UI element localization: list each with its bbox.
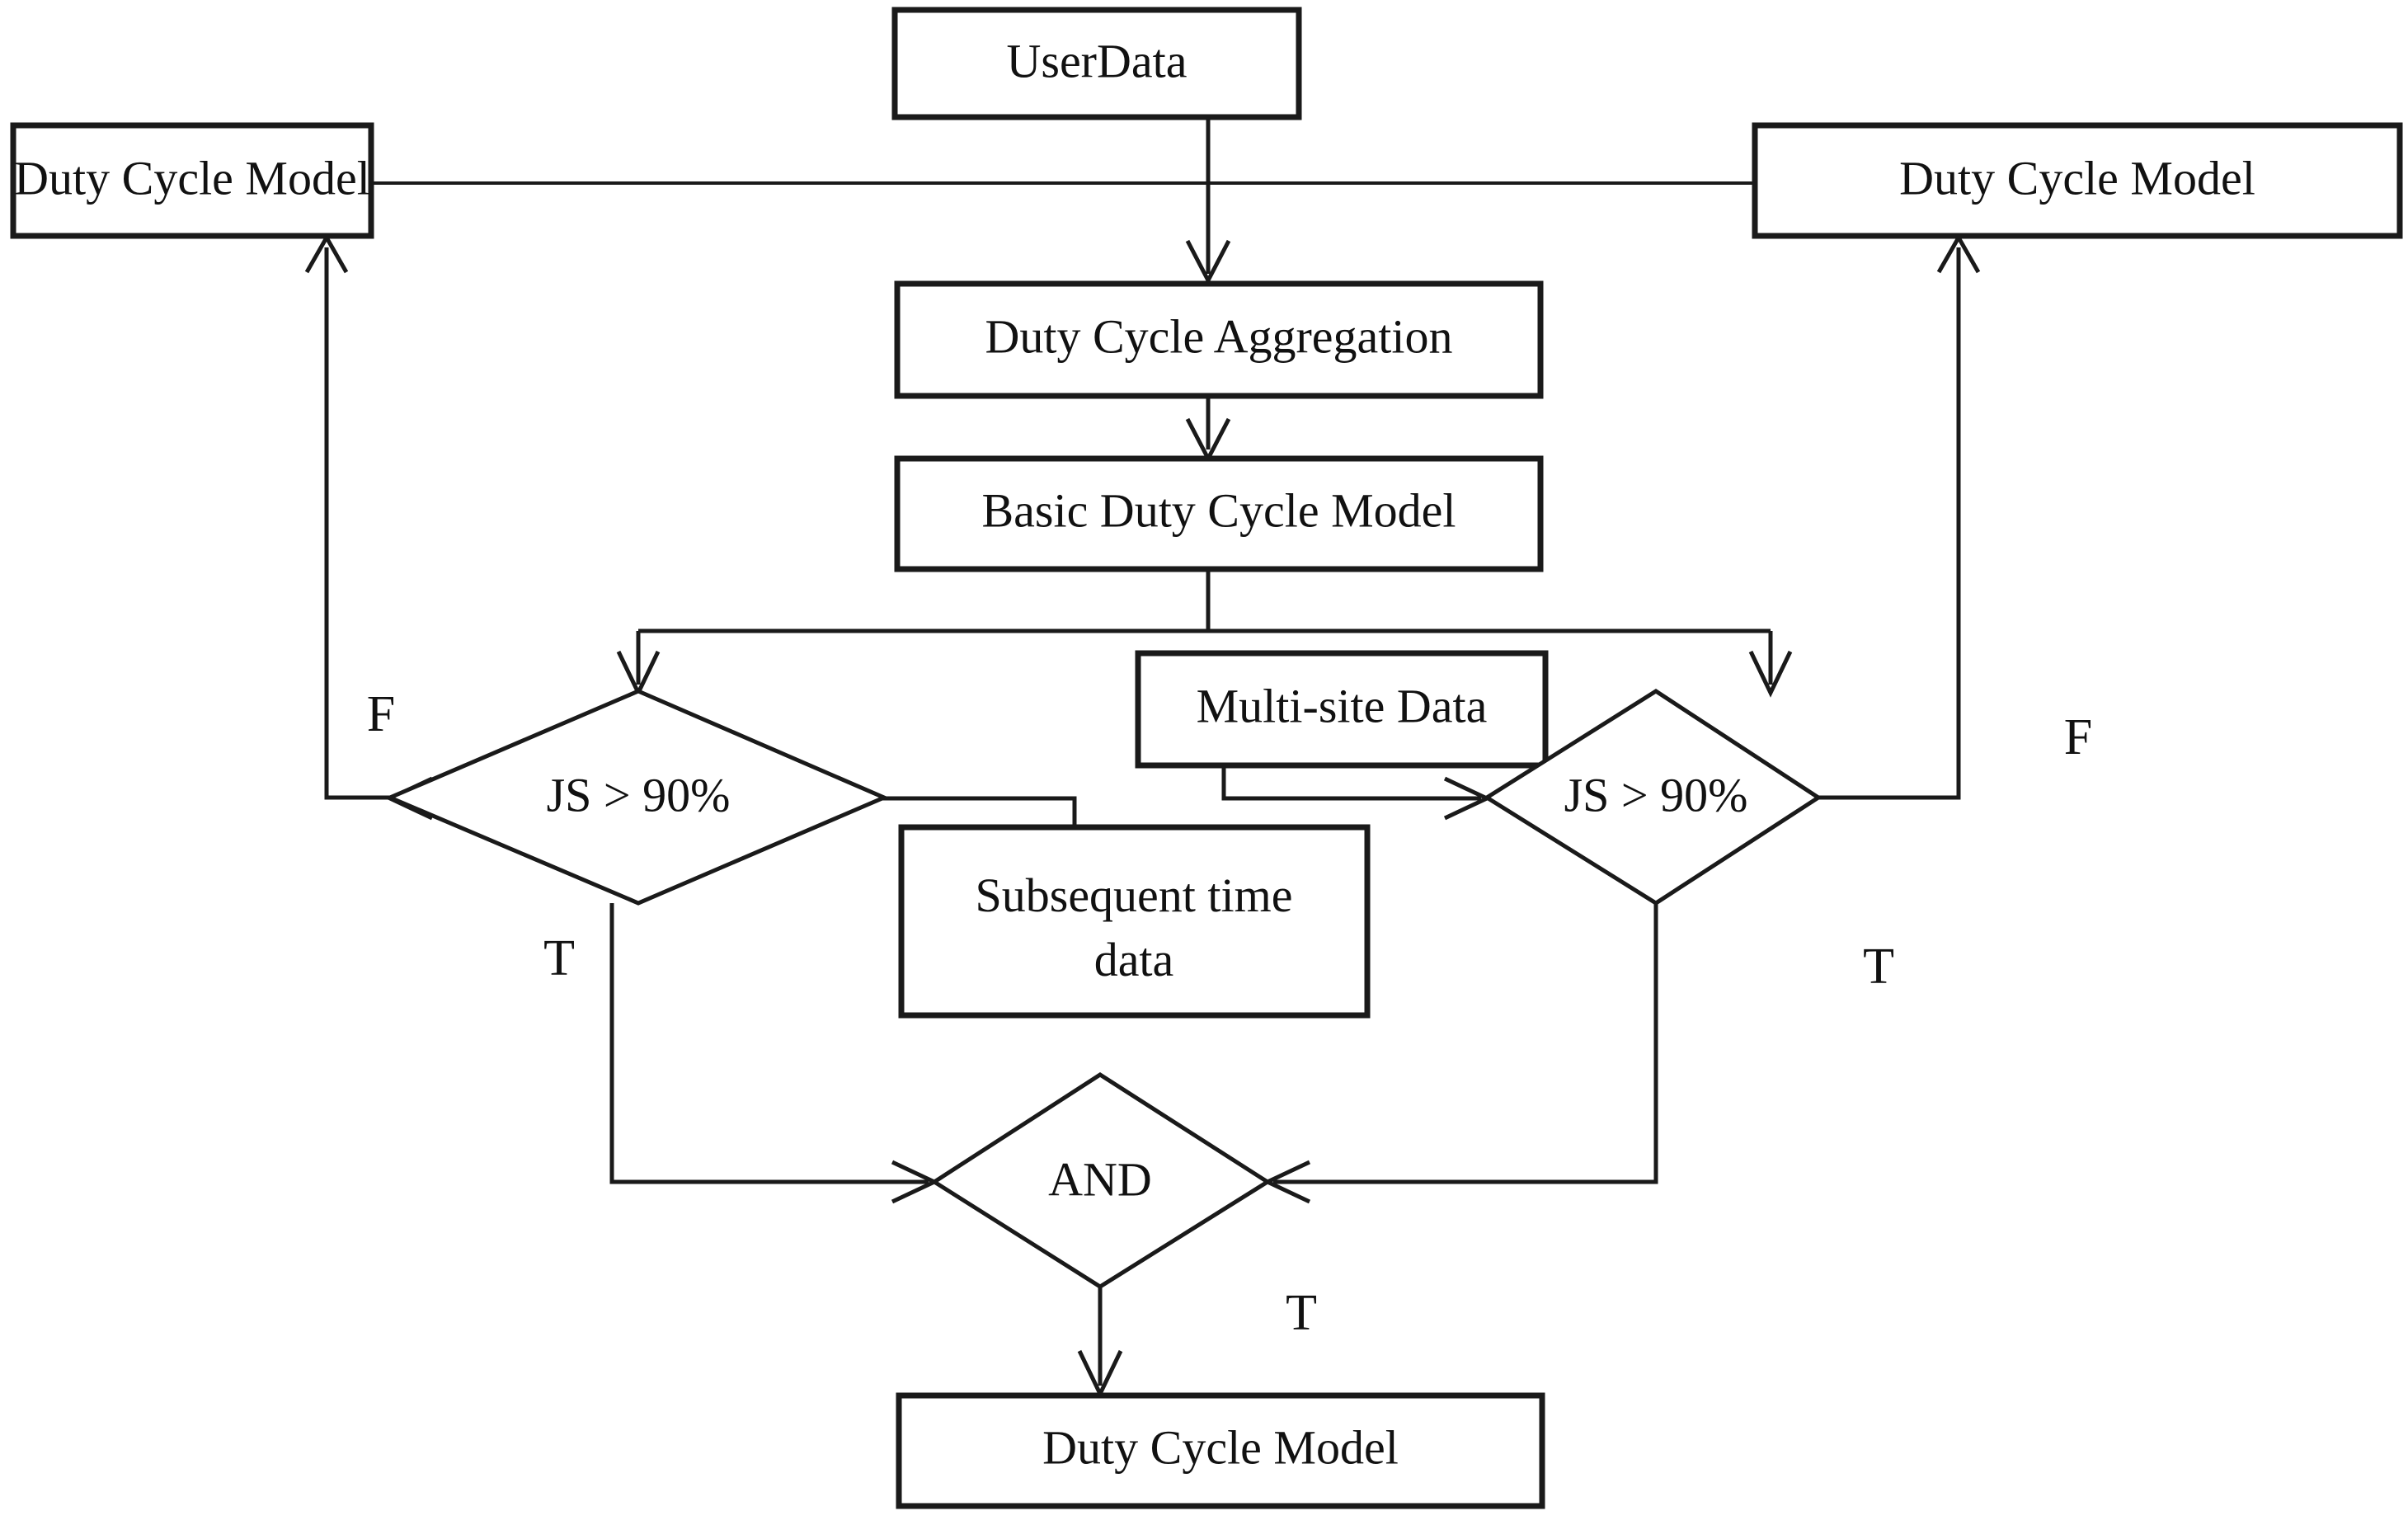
node-basic-duty-cycle-model[interactable] bbox=[894, 455, 1544, 572]
node-decision-and-label: AND bbox=[1048, 1152, 1152, 1206]
node-multi-site-data-label: Multi-site Data bbox=[1197, 679, 1488, 732]
edge-label-right-true: T bbox=[1863, 939, 1894, 995]
connector-multisite-to-decision-right bbox=[1221, 765, 1481, 801]
arrowhead-aggregation-in bbox=[1185, 239, 1231, 285]
node-decision-and[interactable] bbox=[930, 1072, 1272, 1289]
node-decision-left[interactable] bbox=[384, 689, 890, 906]
node-duty-cycle-model-left[interactable] bbox=[10, 122, 374, 239]
node-decision-right[interactable] bbox=[1483, 689, 1822, 906]
arrowhead-decision-right-in bbox=[1748, 650, 1793, 698]
edge-label-and-true: T bbox=[1286, 1285, 1317, 1341]
node-subsequent-time-data-label-line2: data bbox=[1094, 933, 1174, 986]
edge-label-right-false: F bbox=[2064, 709, 2092, 765]
node-duty-cycle-aggregation[interactable] bbox=[894, 280, 1544, 399]
node-duty-cycle-aggregation-label: Duty Cycle Aggregation bbox=[985, 309, 1452, 363]
node-duty-cycle-model-left-label: Duty Cycle Model bbox=[14, 151, 370, 205]
node-duty-cycle-model-output-label: Duty Cycle Model bbox=[1042, 1420, 1399, 1474]
node-subsequent-time-data[interactable] bbox=[898, 824, 1371, 1019]
node-decision-right-label: JS > 90% bbox=[1564, 768, 1748, 821]
edge-label-left-false: F bbox=[367, 686, 395, 742]
node-subsequent-time-data-label-line1: Subsequent time bbox=[975, 868, 1292, 922]
node-decision-left-label: JS > 90% bbox=[547, 768, 731, 821]
node-duty-cycle-model-output[interactable] bbox=[896, 1392, 1545, 1509]
connector-left-false-feedback bbox=[324, 247, 390, 800]
node-duty-cycle-model-right[interactable] bbox=[1752, 122, 2403, 239]
node-user-data-label: UserData bbox=[1006, 34, 1187, 87]
connector-right-false-feedback bbox=[1818, 247, 1961, 800]
node-multi-site-data[interactable] bbox=[1135, 650, 1549, 769]
node-basic-duty-cycle-model-label: Basic Duty Cycle Model bbox=[981, 483, 1456, 537]
node-user-data[interactable] bbox=[891, 7, 1302, 120]
edge-label-left-true: T bbox=[543, 930, 575, 986]
node-duty-cycle-model-right-label: Duty Cycle Model bbox=[1899, 151, 2255, 205]
connector-left-true-to-and bbox=[609, 903, 929, 1184]
connector-right-true-to-and bbox=[1273, 903, 1658, 1184]
